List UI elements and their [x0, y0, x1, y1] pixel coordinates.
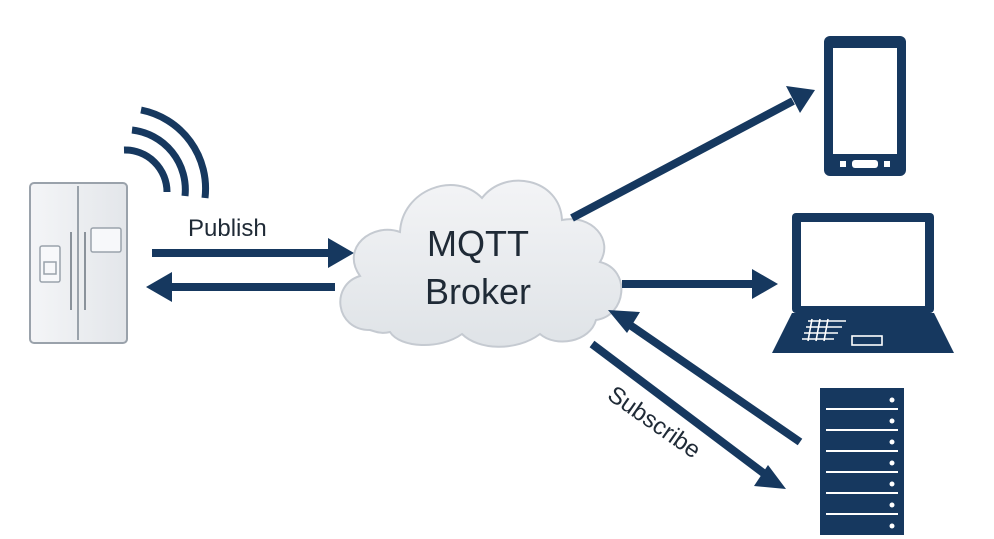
publish-arrow — [152, 238, 354, 268]
wifi-signal-icon — [123, 106, 210, 199]
laptop-icon — [772, 213, 954, 353]
fridge-icon — [29, 182, 128, 344]
broker-title-line1: MQTT — [427, 223, 529, 264]
subscribe-arrow — [608, 310, 803, 446]
arrow-to-server — [589, 340, 786, 489]
publish-label: Publish — [188, 215, 267, 242]
server-rack-icon — [820, 388, 904, 535]
arrow-to-laptop — [622, 269, 778, 299]
smartphone-icon — [824, 36, 906, 176]
arrow-to-smartphone — [570, 86, 815, 222]
return-arrow — [146, 272, 335, 302]
cloud-icon — [339, 179, 623, 348]
broker-title-line2: Broker — [425, 271, 531, 312]
